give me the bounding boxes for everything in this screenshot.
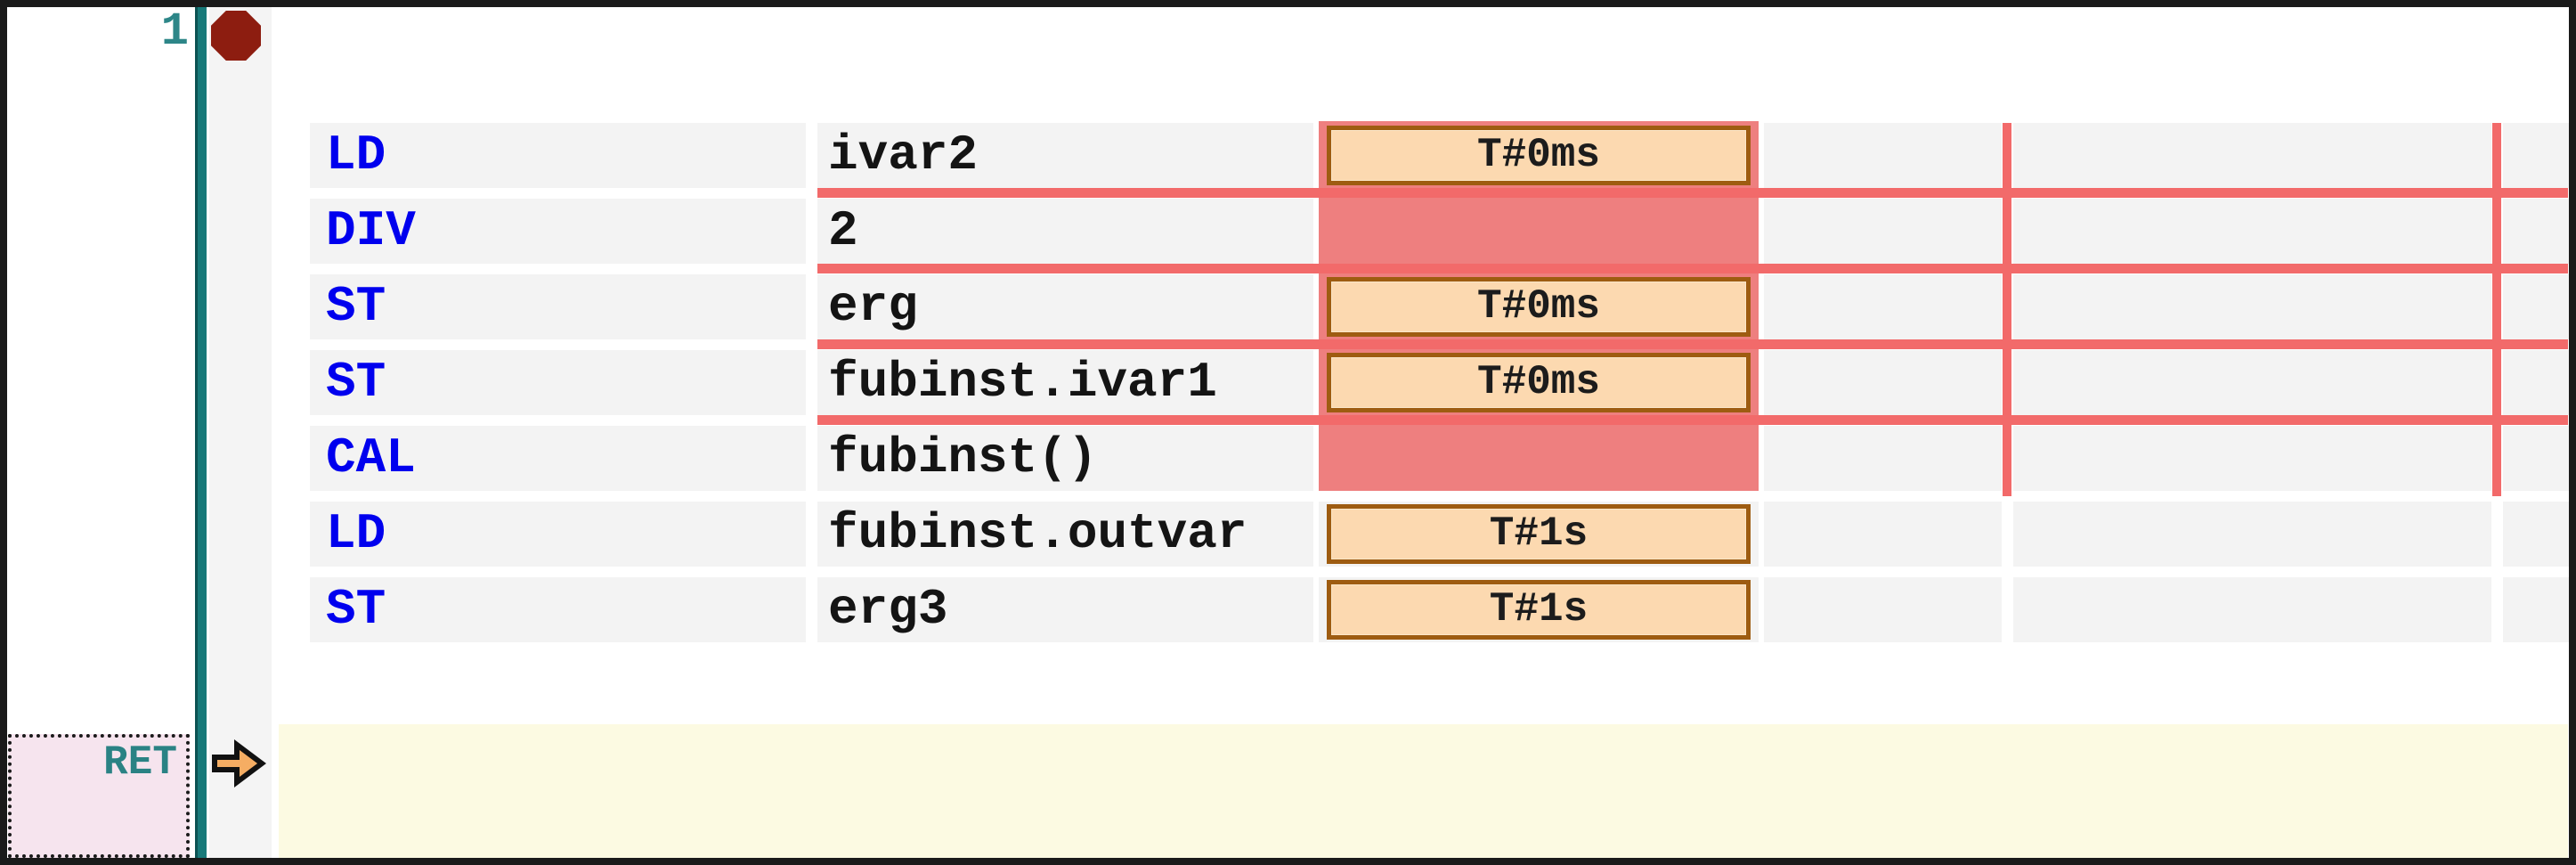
monitor-cell[interactable] — [1764, 502, 2002, 567]
flow-line-vertical — [2492, 123, 2501, 496]
operator-cell[interactable]: DIV — [310, 199, 806, 264]
monitor-value-box[interactable]: T#0ms — [1327, 277, 1751, 337]
monitor-cell[interactable] — [2013, 502, 2491, 567]
flow-line-horizontal — [817, 188, 2568, 198]
return-label: RET — [103, 739, 177, 786]
monitor-cell[interactable] — [1764, 577, 2002, 642]
monitor-cell[interactable] — [2013, 350, 2491, 415]
monitor-cell[interactable] — [2013, 577, 2491, 642]
gutter-divider-line — [195, 7, 207, 858]
monitor-value-box[interactable]: T#1s — [1327, 580, 1751, 640]
operator-cell[interactable]: LD — [310, 123, 806, 188]
monitor-cell[interactable] — [2013, 199, 2491, 264]
instruction-pointer-icon — [211, 739, 266, 787]
return-network-box[interactable]: RET — [8, 734, 190, 858]
monitor-cell[interactable] — [1764, 199, 2002, 264]
monitor-cell[interactable] — [1764, 123, 2002, 188]
monitor-cell[interactable] — [1764, 426, 2002, 491]
flow-line-horizontal — [817, 264, 2568, 273]
monitor-value-box[interactable]: T#0ms — [1327, 353, 1751, 412]
monitor-cell[interactable] — [2503, 502, 2569, 567]
network-line-number: 1 — [160, 5, 189, 58]
flow-line-horizontal — [817, 339, 2568, 349]
flow-line-horizontal — [817, 415, 2568, 425]
monitor-cell[interactable] — [2503, 577, 2569, 642]
operator-cell[interactable]: ST — [310, 274, 806, 339]
monitor-cell[interactable] — [2503, 350, 2569, 415]
operand-cell[interactable]: fubinst.ivar1 — [817, 350, 1313, 415]
operator-cell[interactable]: CAL — [310, 426, 806, 491]
flow-line-vertical — [2003, 123, 2011, 496]
operand-cell[interactable]: fubinst() — [817, 426, 1313, 491]
monitor-cell[interactable] — [2503, 274, 2569, 339]
monitor-cell[interactable] — [2013, 274, 2491, 339]
monitor-value-box[interactable]: T#0ms — [1327, 126, 1751, 185]
monitor-cell[interactable] — [2503, 199, 2569, 264]
operator-cell[interactable]: ST — [310, 350, 806, 415]
operand-cell[interactable]: erg3 — [817, 577, 1313, 642]
breakpoint-gutter[interactable] — [209, 7, 272, 858]
monitor-value-box[interactable]: T#1s — [1327, 504, 1751, 564]
monitor-cell[interactable] — [2503, 123, 2569, 188]
operator-cell[interactable]: ST — [310, 577, 806, 642]
monitor-cell[interactable] — [2013, 426, 2491, 491]
monitor-cell[interactable] — [2013, 123, 2491, 188]
operator-cell[interactable]: LD — [310, 502, 806, 567]
operand-cell[interactable]: ivar2 — [817, 123, 1313, 188]
breakpoint-icon[interactable] — [211, 11, 261, 61]
current-line-highlight[interactable] — [279, 724, 2568, 858]
operand-cell[interactable]: fubinst.outvar — [817, 502, 1313, 567]
monitor-cell[interactable] — [1764, 350, 2002, 415]
operand-cell[interactable]: 2 — [817, 199, 1313, 264]
operand-cell[interactable]: erg — [817, 274, 1313, 339]
monitor-cell[interactable] — [2503, 426, 2569, 491]
monitor-cell[interactable] — [1764, 274, 2002, 339]
